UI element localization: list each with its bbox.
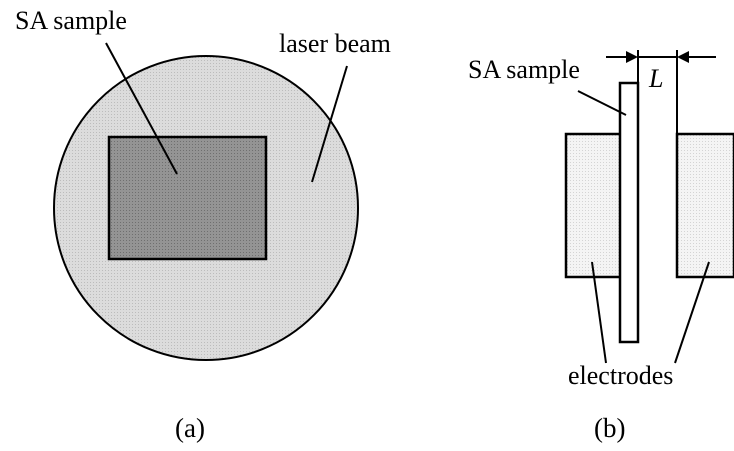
- caption-a: (a): [175, 413, 205, 443]
- gap-length-label: L: [648, 64, 663, 93]
- electrode-left: [564, 132, 625, 279]
- panel-a: SA sample laser beam (a): [15, 6, 391, 443]
- sa-sample-slab: [618, 81, 640, 344]
- sa-sample-leader-line: [105, 42, 178, 175]
- sa-sample-label: SA sample: [15, 6, 127, 35]
- electrodes-label: electrodes: [568, 361, 673, 390]
- sa-sample-leader-line-b: [577, 90, 627, 116]
- sa-sample-label-b: SA sample: [468, 55, 580, 84]
- laser-beam-leader-line: [311, 65, 348, 183]
- laser-beam-label: laser beam: [279, 29, 391, 58]
- panel-b: SA sample L electrodes (b): [468, 50, 734, 443]
- electrode-left-leader-line: [591, 261, 607, 364]
- gap-dimension-arrows: [606, 51, 716, 63]
- electrode-right: [675, 132, 734, 279]
- electrode-right-leader-line: [674, 261, 710, 364]
- caption-b: (b): [594, 413, 625, 443]
- sa-sample-face: [107, 135, 268, 261]
